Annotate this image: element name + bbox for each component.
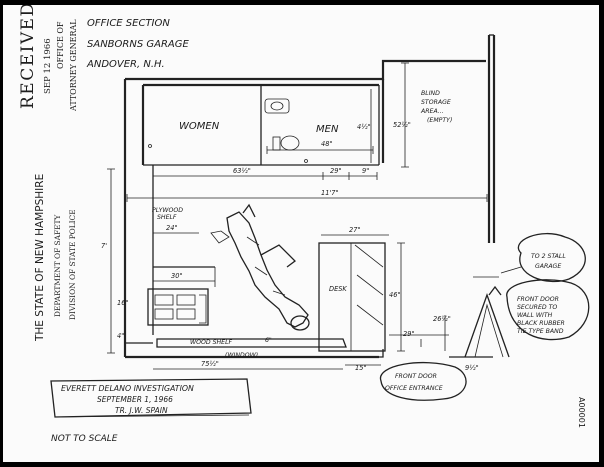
wood-shelf-label: WOOD SHELF xyxy=(190,339,233,346)
callout-door-line5: TIE TYPE BAND xyxy=(517,328,564,335)
wood-shelf: WOOD SHELF 6" (WINDOW) 75½" xyxy=(153,337,347,370)
callout-door-line3: WALL WITH xyxy=(517,312,553,319)
header-office-section: OFFICE SECTION xyxy=(87,18,170,29)
agency-sidebar: THE STATE OF NEW HAMPSHIRE DEPARTMENT OF… xyxy=(34,174,77,342)
callout-door-line4: BLACK RUBBER xyxy=(517,320,565,327)
dim-75-5: 75½" xyxy=(201,360,219,368)
callout-stall-line2: GARAGE xyxy=(535,263,561,270)
dim-52-5: 52½" xyxy=(393,121,411,129)
dim-11-7: 11'7" xyxy=(321,189,338,197)
building-walls xyxy=(123,34,496,359)
investigation-officer: TR. J.W. SPAIN xyxy=(115,406,168,415)
callout-door-line1: FRONT DOOR xyxy=(517,296,559,303)
dim-27: 27" xyxy=(349,226,360,234)
file-cabinet xyxy=(147,288,209,326)
window-label: (WINDOW) xyxy=(225,352,258,359)
received-stamp: RECEIVED SEP 12 1966 OFFICE OF ATTORNEY … xyxy=(18,5,78,112)
dim-24: 24" xyxy=(166,224,177,232)
dim-26-5: 26½" xyxy=(433,315,451,323)
dim-9: 9" xyxy=(362,167,369,175)
callout-office-line2: OFFICE ENTRANCE xyxy=(385,385,443,392)
dim-7ft: 7' xyxy=(101,242,107,250)
callout-front-door-secured: FRONT DOOR SECURED TO WALL WITH BLACK RU… xyxy=(506,279,590,341)
blind-storage-line1: BLIND xyxy=(421,90,440,97)
callout-office-line1: FRONT DOOR xyxy=(395,373,437,380)
dim-63-5: 63½" xyxy=(233,167,251,175)
sidebar-dept: DEPARTMENT OF SAFETY xyxy=(53,215,62,317)
desk-label: DESK xyxy=(329,285,347,293)
stamp-office-of: OFFICE OF xyxy=(56,21,65,69)
victim-figure xyxy=(210,203,310,331)
investigation-box: EVERETT DELANO INVESTIGATION SEPTEMBER 1… xyxy=(50,378,252,418)
dim-16: 16" xyxy=(117,299,128,307)
document-sheet: RECEIVED SEP 12 1966 OFFICE OF ATTORNEY … xyxy=(3,5,599,462)
investigation-date: SEPTEMBER 1, 1966 xyxy=(97,395,173,404)
desk: 27" DESK 46" xyxy=(318,226,405,352)
callout-stall-line1: TO 2 STALL xyxy=(531,253,566,260)
dim-29b: 29" xyxy=(403,330,414,338)
sidebar-division: DIVISION OF STATE POLICE xyxy=(68,209,77,320)
header-garage-name: SANBORNS GARAGE xyxy=(87,39,189,50)
dim-29: 29" xyxy=(330,167,341,175)
toilet-icon xyxy=(280,135,300,151)
document-id-group: A00001 xyxy=(577,397,586,428)
dim-46: 46" xyxy=(389,291,400,299)
blind-storage-line2: STORAGE xyxy=(421,99,451,106)
dim-15: 15" xyxy=(355,364,366,372)
stamp-received: RECEIVED xyxy=(18,5,38,109)
room-women: WOMEN xyxy=(179,121,220,132)
callout-stall-garage: TO 2 STALL GARAGE xyxy=(500,232,586,283)
plywood-shelf: PLYWOOD SHELF 24" 30" xyxy=(152,207,216,287)
document-id: A00001 xyxy=(577,397,586,428)
callout-office-entrance: FRONT DOOR OFFICE ENTRANCE xyxy=(380,361,467,401)
dim-6: 6" xyxy=(265,337,272,344)
secured-door: 26½" xyxy=(433,276,510,358)
blind-storage-label: BLIND STORAGE AREA... (EMPTY) xyxy=(420,90,452,124)
plywood-label1: PLYWOOD xyxy=(152,207,183,214)
sink-icon xyxy=(264,98,290,114)
men-dimensions: 48" 4½" 52½" xyxy=(266,62,411,168)
left-height-dimension: 7' xyxy=(101,168,115,354)
door-knob-icon xyxy=(148,144,152,148)
dim-30: 30" xyxy=(171,272,182,280)
dim-4: 4" xyxy=(117,332,124,340)
dim-48: 48" xyxy=(321,140,332,148)
floor-plan-diagram: RECEIVED SEP 12 1966 OFFICE OF ATTORNEY … xyxy=(18,5,590,444)
blind-storage-line4: (EMPTY) xyxy=(427,117,452,124)
dim-4-5: 4½" xyxy=(357,123,371,131)
header-location: ANDOVER, N.H. xyxy=(86,59,165,70)
upper-dimension-row: 63½" 29" 9" 11'7" xyxy=(126,167,488,202)
stamp-date: SEP 12 1966 xyxy=(43,38,53,94)
dim-9-5: 9½" xyxy=(465,364,479,372)
sidebar-state: THE STATE OF NEW HAMPSHIRE xyxy=(34,174,46,342)
investigation-title: EVERETT DELANO INVESTIGATION xyxy=(61,384,194,393)
front-door-area: 29" 15" 9½" xyxy=(345,330,493,372)
stamp-attorney-general: ATTORNEY GENERAL xyxy=(69,19,78,112)
header-block: OFFICE SECTION SANBORNS GARAGE ANDOVER, … xyxy=(86,18,189,70)
blind-storage-line3: AREA... xyxy=(420,108,444,115)
not-to-scale-note: NOT TO SCALE xyxy=(51,434,118,444)
plywood-label2: SHELF xyxy=(157,214,177,221)
bathroom-fixtures xyxy=(148,98,308,163)
room-men: MEN xyxy=(316,124,339,135)
callout-door-line2: SECURED TO xyxy=(517,304,557,311)
